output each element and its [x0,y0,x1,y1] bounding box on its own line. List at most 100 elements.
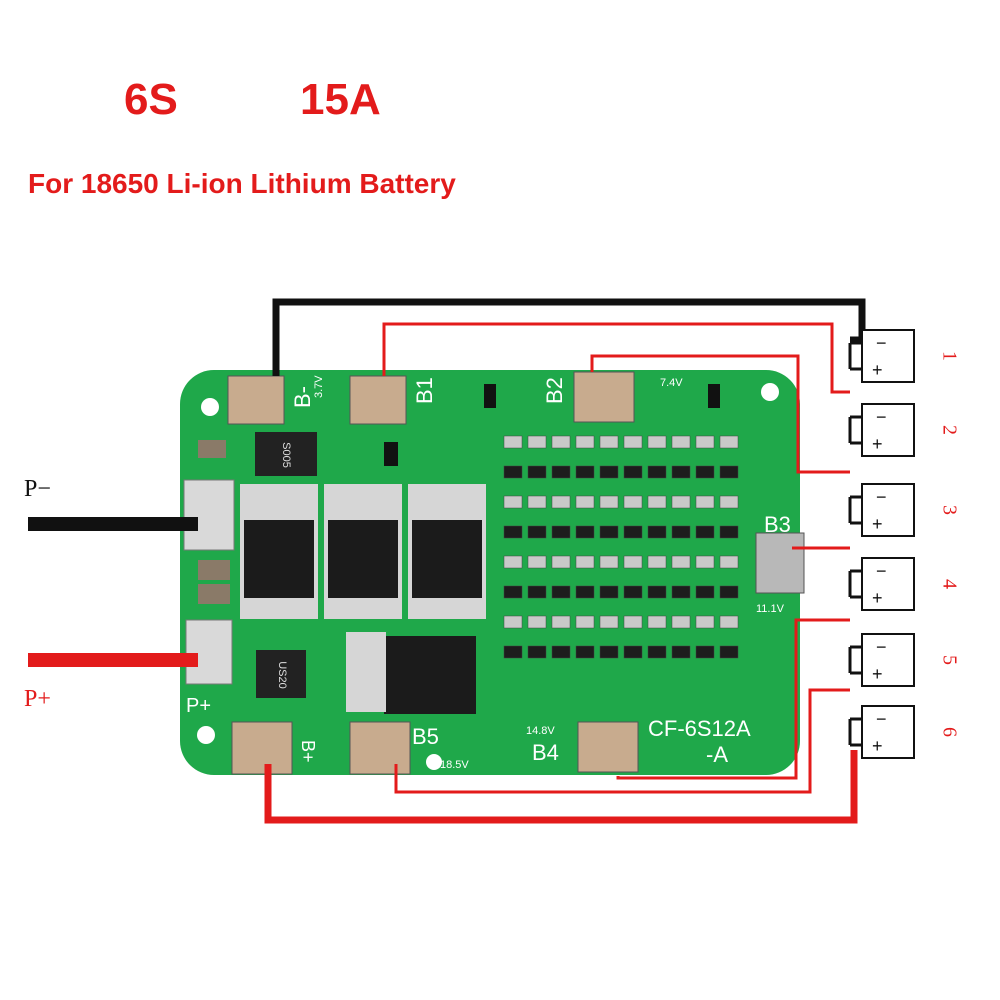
smd-part [527,585,547,599]
smd-part [719,585,739,599]
b4-wire [616,618,850,780]
cell-count-label: 6S [124,75,178,124]
smd-part [575,615,595,629]
silk-bplus: B+ [298,740,318,763]
silk-b1: B1 [412,377,437,404]
smd-part [551,645,571,659]
smd-part [527,525,547,539]
silk-v-b2: 7.4V [660,377,683,389]
cell-5-minus-sign: − [876,637,887,657]
mounting-hole [201,398,219,416]
smd-part [671,555,691,569]
smd-part [575,555,595,569]
smd-part [503,615,523,629]
mosfet [384,636,476,714]
smd-part [671,525,691,539]
transistor [708,384,720,408]
smd-part [671,495,691,509]
b5-wire [394,688,850,794]
smd-part [551,495,571,509]
smd-part [551,585,571,599]
smd-part [599,495,619,509]
smd-part [503,555,523,569]
cell-6-minus-sign: − [876,709,887,729]
p-plus-wire [28,653,198,667]
smd-part [575,465,595,479]
smd-part [575,585,595,599]
mosfet-row [240,484,486,714]
smd-part [623,585,643,599]
cell-2-minus-sign: − [876,407,887,427]
smd-part [623,465,643,479]
smd-part [671,435,691,449]
smd-part [551,525,571,539]
smd-part [551,615,571,629]
cell-2-plus-sign: + [872,434,883,454]
p-plus-label: P+ [24,686,51,712]
smd-part [575,525,595,539]
smd-part [623,435,643,449]
smd-part [695,645,715,659]
pad-b3 [755,532,805,594]
mosfet [328,520,398,598]
smd-part [527,495,547,509]
p-minus-label: P− [24,476,51,502]
cell-3-box [861,483,915,537]
mounting-hole [197,726,215,744]
smd-part [671,465,691,479]
smd-part [527,465,547,479]
b-plus-wire [264,750,858,824]
smd-part [623,525,643,539]
cell-4-plus-sign: + [872,588,883,608]
silk-v-b4: 14.8V [526,725,555,737]
silk-v-b5: 18.5V [440,759,469,771]
smd-part [575,645,595,659]
smd-part [503,465,523,479]
smd-part [599,525,619,539]
smd-part [503,645,523,659]
smd-part [719,465,739,479]
smd-part [647,465,667,479]
smd-part [599,555,619,569]
title-row: 6S 15A [0,70,1000,130]
smd-part [647,585,667,599]
smd-part [503,435,523,449]
mounting-hole [426,754,442,770]
cell-6-number: 6 [938,727,960,737]
subtitle: For 18650 Li-ion Lithium Battery [28,168,456,199]
cell-5-number: 5 [938,655,960,665]
silk-b4: B4 [532,740,559,765]
transistor [384,442,398,466]
cell-6-box [861,705,915,759]
smd-part [719,495,739,509]
cell-3-minus-sign: − [876,487,887,507]
cell-1-plus-sign: + [872,360,883,380]
smd-part [551,555,571,569]
chip-a-label: S005 [280,442,292,468]
smd-part [647,435,667,449]
cell-4-box [861,557,915,611]
b1-wire [382,322,850,394]
smd-part [719,645,739,659]
cell-1-box [861,329,915,383]
smd-part [551,465,571,479]
pad-b4 [577,721,639,773]
smd-part [719,615,739,629]
smd-part [599,465,619,479]
pad-b1 [349,375,407,425]
transistor [484,384,496,408]
cell-2-box [861,403,915,457]
model-label: CF-6S12A [648,716,751,741]
p-minus-wire [28,517,198,531]
smd-part [671,585,691,599]
silk-b5: B5 [412,724,439,749]
pad-b2 [573,371,635,423]
smd-part [599,585,619,599]
smd-part [719,555,739,569]
cell-6-plus-sign: + [872,736,883,756]
smd-part [527,555,547,569]
smd-part [575,435,595,449]
smd-part [719,435,739,449]
silk-v-b1: 3.7V [313,375,325,398]
